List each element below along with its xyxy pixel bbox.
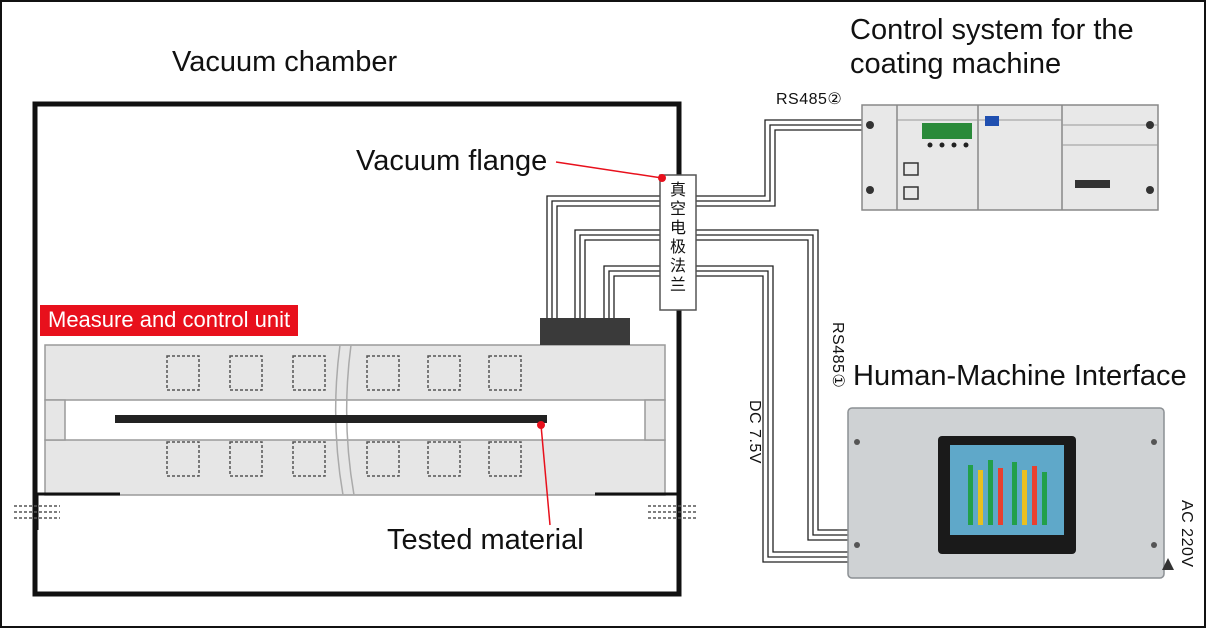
control-system-label-line1: Control system for the bbox=[850, 14, 1134, 46]
control-system-cabinet bbox=[861, 104, 1159, 211]
hmi-label: Human-Machine Interface bbox=[853, 360, 1187, 392]
rs485-2-label: RS485② bbox=[776, 91, 843, 108]
upper-sensor-pads bbox=[166, 355, 522, 391]
dc-label: DC 7.5V bbox=[746, 400, 763, 464]
measure-control-unit-label: Measure and control unit bbox=[40, 305, 299, 336]
hmi-panel bbox=[847, 407, 1165, 579]
connector-block bbox=[540, 318, 630, 345]
vacuum-chamber-box bbox=[32, 101, 682, 597]
flange-chinese-label: 真空电极法兰 bbox=[669, 180, 686, 294]
terminal-block bbox=[922, 123, 972, 139]
lower-rail bbox=[44, 439, 666, 496]
control-system-label-line2: coating machine bbox=[850, 48, 1062, 80]
rs485-1-label: RS485① bbox=[829, 322, 846, 389]
measure-control-unit bbox=[14, 318, 696, 530]
hmi-bars bbox=[968, 460, 1047, 525]
vacuum-flange-label: Vacuum flange bbox=[356, 145, 548, 177]
tested-material-bar bbox=[115, 415, 547, 423]
right-end-cap bbox=[644, 399, 666, 441]
ac-label: AC 220V bbox=[1178, 500, 1195, 568]
cable-bundle bbox=[546, 119, 862, 563]
tested-material-label: Tested material bbox=[387, 524, 584, 556]
pointers bbox=[537, 161, 666, 526]
cabinet-port bbox=[1075, 180, 1110, 188]
status-led bbox=[985, 116, 999, 126]
vacuum-chamber-label: Vacuum chamber bbox=[172, 46, 398, 78]
upper-rail bbox=[44, 344, 666, 401]
flange-box bbox=[659, 174, 697, 311]
lower-sensor-pads bbox=[166, 441, 522, 477]
left-end-cap bbox=[44, 399, 66, 441]
ac-arrow bbox=[1162, 558, 1174, 570]
mount-dashes bbox=[14, 505, 696, 519]
